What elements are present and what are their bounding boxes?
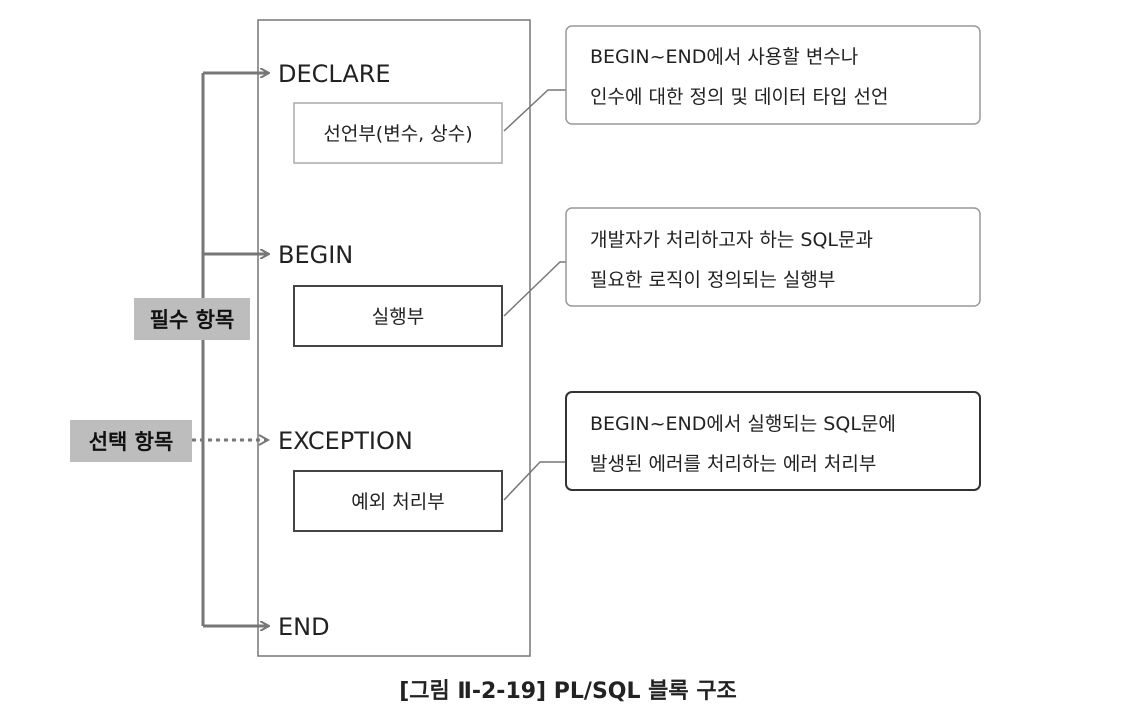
exception-note: BEGIN~END에서 실행되는 SQL문에 발생된 에러를 처리하는 에러 처… — [565, 391, 981, 491]
execution-section-label: 실행부 — [372, 306, 424, 328]
begin-note-line-1: 개발자가 처리하고자 하는 SQL문과 — [590, 229, 873, 251]
exception-note-line-2: 발생된 에러를 처리하는 에러 처리부 — [590, 453, 876, 475]
optional-tag: 선택 항목 — [70, 420, 192, 462]
required-bracket — [201, 73, 268, 626]
required-tag-label: 필수 항목 — [150, 308, 235, 332]
declare-section-label: 선언부(변수, 상수) — [323, 123, 472, 145]
keyword-end: END — [278, 613, 330, 641]
keyword-exception: EXCEPTION — [278, 427, 413, 455]
required-tag: 필수 항목 — [134, 298, 250, 340]
declare-note: BEGIN~END에서 사용할 변수나 인수에 대한 정의 및 데이터 타입 선… — [565, 25, 981, 125]
optional-arrow — [192, 434, 271, 446]
begin-note: 개발자가 처리하고자 하는 SQL문과 필요한 로직이 정의되는 실행부 — [565, 207, 981, 307]
declare-note-line-1: BEGIN~END에서 사용할 변수나 — [590, 46, 858, 68]
exception-section-label: 예외 처리부 — [351, 491, 444, 513]
execution-section-box: 실행부 — [293, 285, 503, 347]
exception-note-line-1: BEGIN~END에서 실행되는 SQL문에 — [590, 413, 896, 435]
begin-note-line-2: 필요한 로직이 정의되는 실행부 — [590, 269, 835, 291]
exception-section-box: 예외 처리부 — [293, 470, 503, 532]
figure-caption: [그림 Ⅱ-2-19] PL/SQL 블록 구조 — [399, 679, 737, 704]
declare-note-line-2: 인수에 대한 정의 및 데이터 타입 선언 — [590, 86, 888, 108]
optional-tag-label: 선택 항목 — [89, 430, 174, 454]
keyword-declare: DECLARE — [278, 60, 391, 88]
keyword-begin: BEGIN — [278, 241, 353, 269]
declare-section-box: 선언부(변수, 상수) — [293, 102, 503, 164]
